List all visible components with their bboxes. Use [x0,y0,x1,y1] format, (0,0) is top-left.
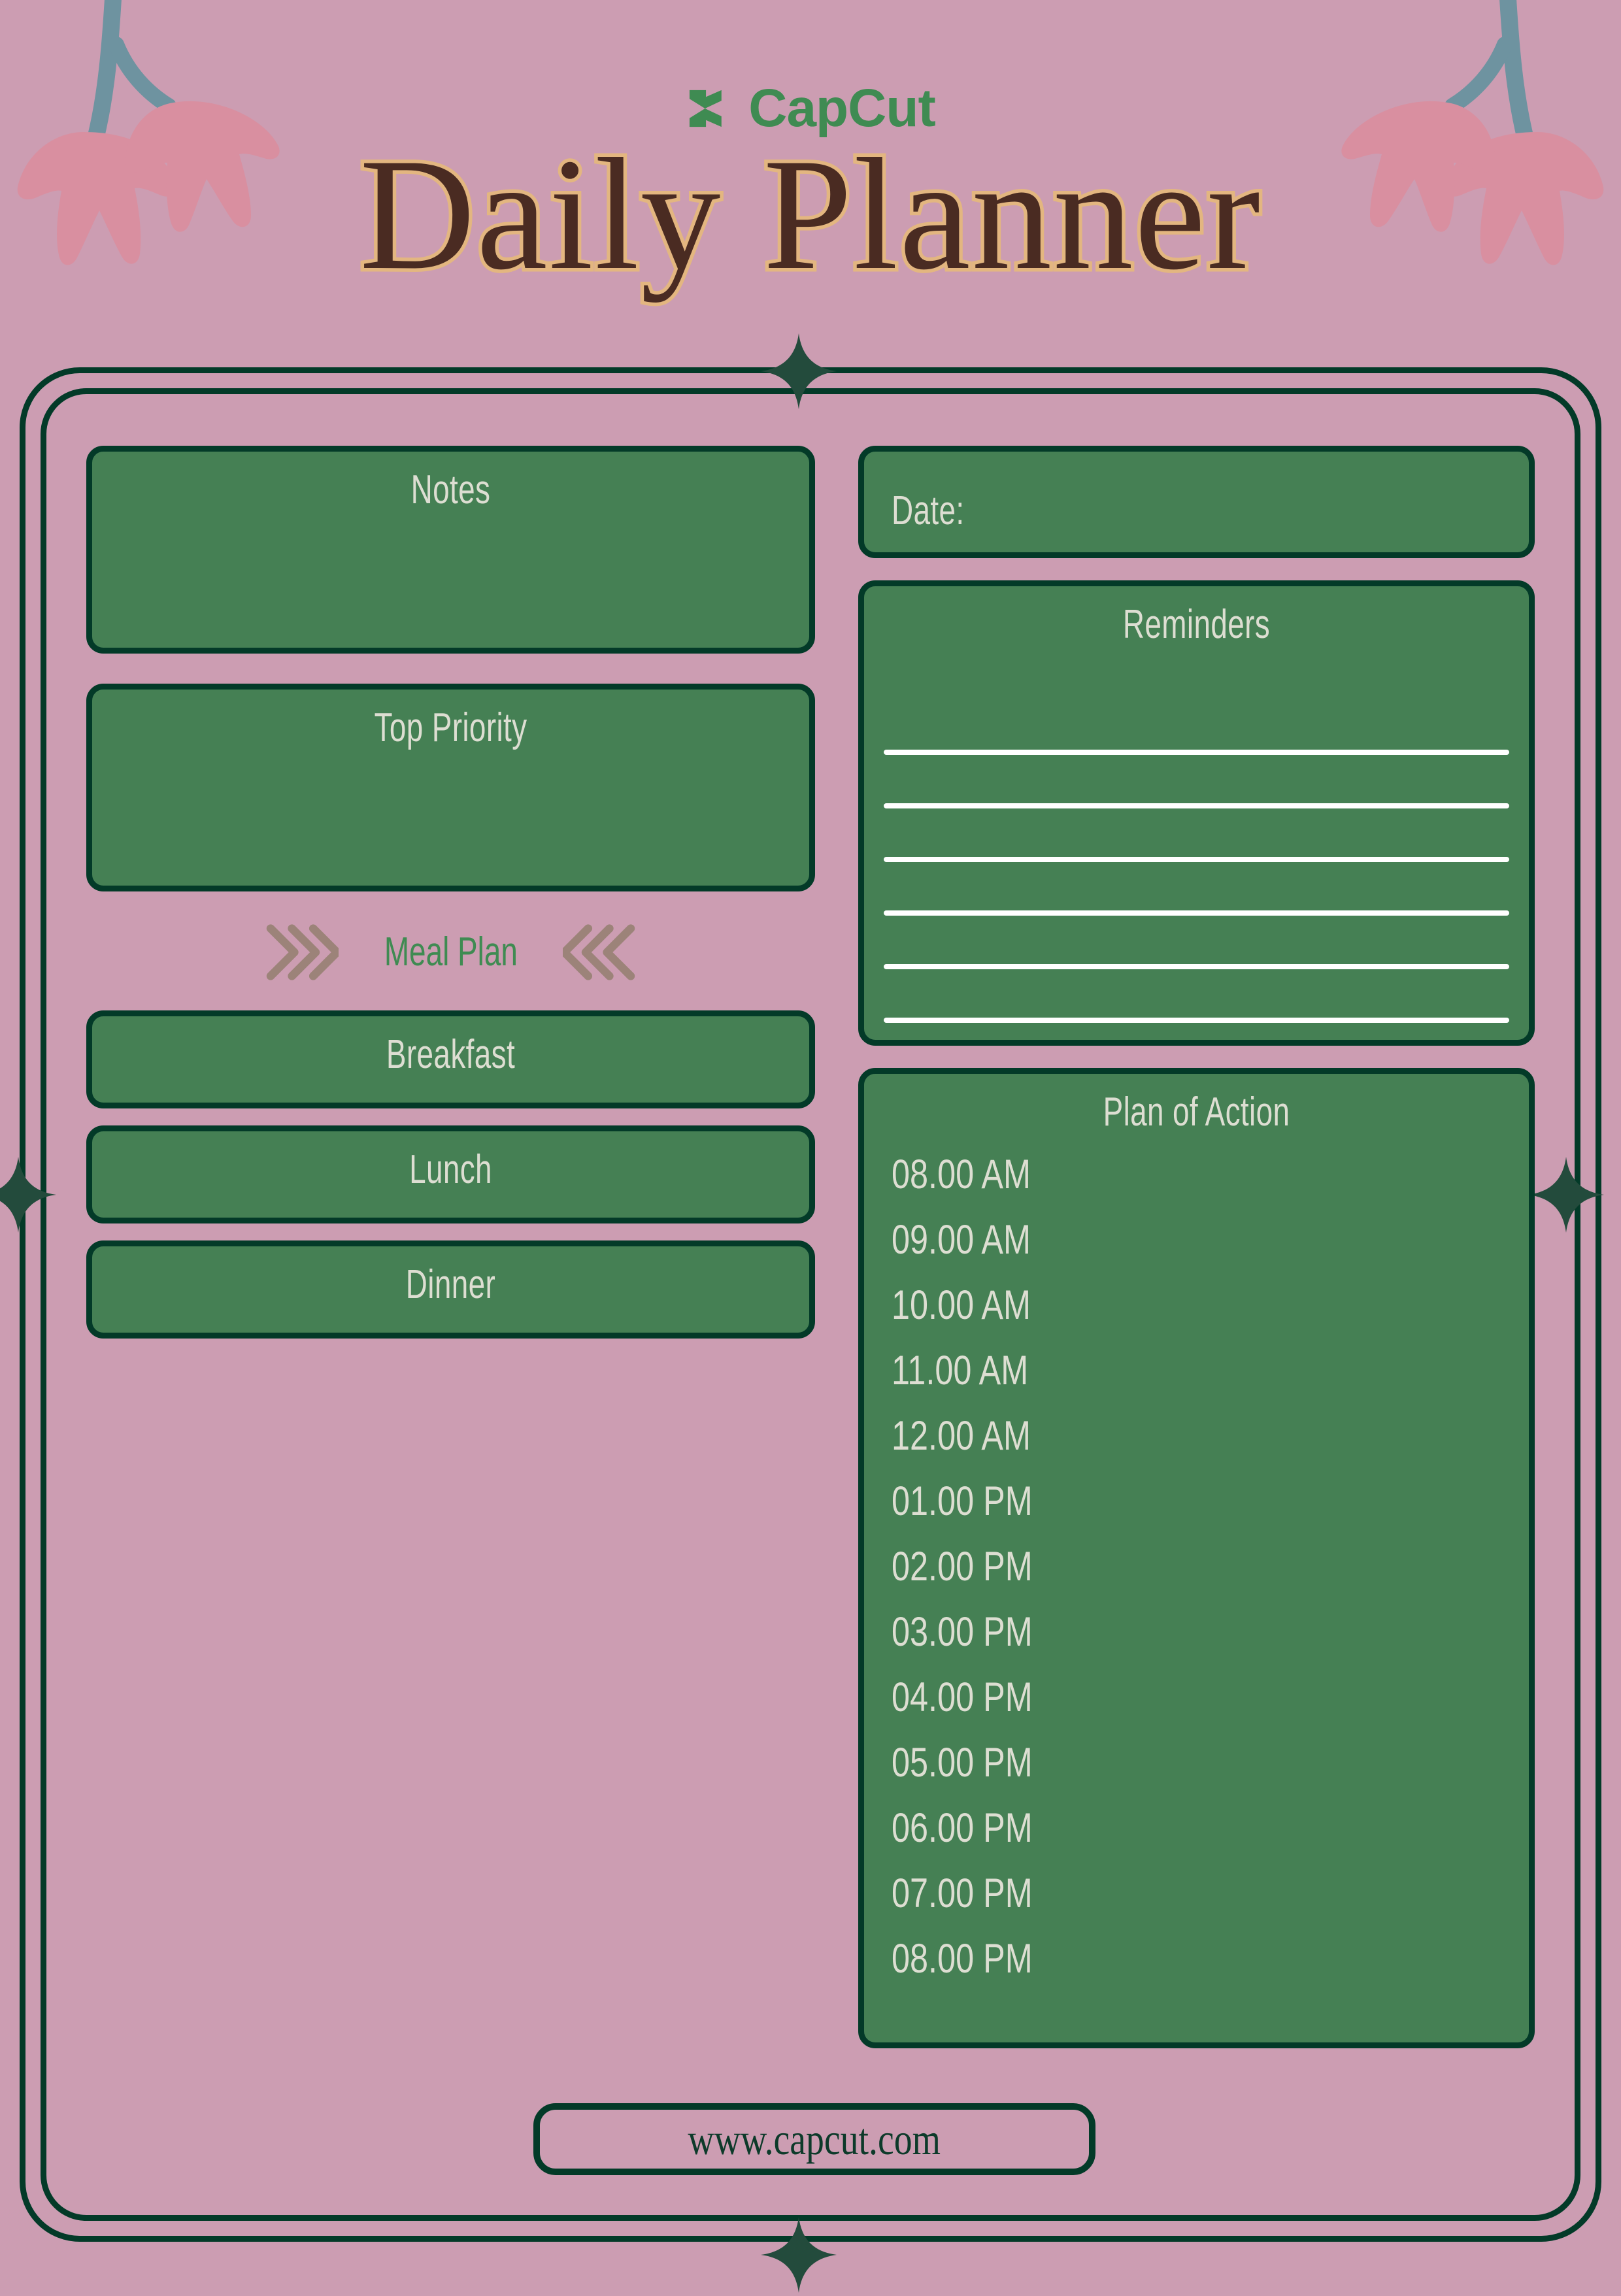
plan-time-row[interactable]: 04.00 PM [892,1674,1033,1720]
plan-time-row[interactable]: 11.00 AM [892,1348,1029,1393]
brand-logo-row: CapCut [0,82,1621,135]
plan-time-row[interactable]: 07.00 PM [892,1871,1033,1916]
chevron-right-triple-icon [266,924,339,980]
plan-time-row[interactable]: 03.00 PM [892,1609,1033,1655]
plan-time-list: 08.00 AM 09.00 AM 10.00 AM 11.00 AM 12.00 AM… [864,1133,1529,1991]
dinner-label: Dinner [405,1262,496,1307]
chevron-left-triple-icon [563,924,635,980]
sparkle-icon [0,1157,56,1233]
breakfast-label: Breakfast [386,1032,516,1077]
footer-url-pill[interactable]: www.capcut.com [533,2103,1095,2175]
sparkle-icon [761,2217,837,2293]
plan-of-action-label: Plan of Action [1103,1090,1290,1135]
reminder-line[interactable] [884,964,1509,969]
reminders-box[interactable]: Reminders [858,580,1535,1046]
reminder-line[interactable] [884,1018,1509,1023]
plan-time-row[interactable]: 09.00 AM [892,1217,1031,1263]
footer-url: www.capcut.com [688,2114,941,2164]
date-label: Date: [892,488,965,533]
plan-time-row[interactable]: 08.00 PM [892,1936,1033,1982]
page-title: Daily Planner [356,125,1264,303]
sparkle-icon [761,333,837,409]
reminder-line[interactable] [884,857,1509,862]
reminder-lines [884,750,1509,1023]
breakfast-box[interactable]: Breakfast [86,1010,815,1108]
notes-box[interactable]: Notes [86,446,815,654]
meal-plan-label: Meal Plan [384,929,518,974]
plan-time-row[interactable]: 12.00 AM [892,1413,1031,1459]
plan-time-row[interactable]: 08.00 AM [892,1152,1031,1197]
dinner-box[interactable]: Dinner [86,1240,815,1339]
plan-time-row[interactable]: 10.00 AM [892,1282,1031,1328]
plan-of-action-box[interactable]: Plan of Action 08.00 AM 09.00 AM 10.00 AM 1… [858,1068,1535,2048]
sparkle-icon [1528,1157,1604,1233]
tulip-flowers-icon [7,0,281,268]
tulip-flowers-icon [1340,0,1614,268]
plan-time-row[interactable]: 06.00 PM [892,1805,1033,1851]
lunch-box[interactable]: Lunch [86,1125,815,1223]
plan-time-row[interactable]: 02.00 PM [892,1544,1033,1589]
notes-label: Notes [410,467,491,512]
meal-plan-header: Meal Plan [86,911,815,993]
left-column: Notes Top Priority Meal Plan [86,446,815,1339]
capcut-logo-icon [690,90,722,127]
brand-name: CapCut [748,78,936,138]
reminder-line[interactable] [884,750,1509,755]
plan-time-row[interactable]: 01.00 PM [892,1478,1033,1524]
reminders-label: Reminders [1122,602,1271,647]
reminder-line[interactable] [884,803,1509,808]
frame-inner [41,388,1580,2221]
top-priority-label: Top Priority [374,705,527,750]
plan-time-row[interactable]: 05.00 PM [892,1740,1033,1786]
top-priority-box[interactable]: Top Priority [86,684,815,891]
reminder-line[interactable] [884,910,1509,916]
date-field[interactable]: Date: [858,446,1535,558]
lunch-label: Lunch [409,1147,492,1192]
